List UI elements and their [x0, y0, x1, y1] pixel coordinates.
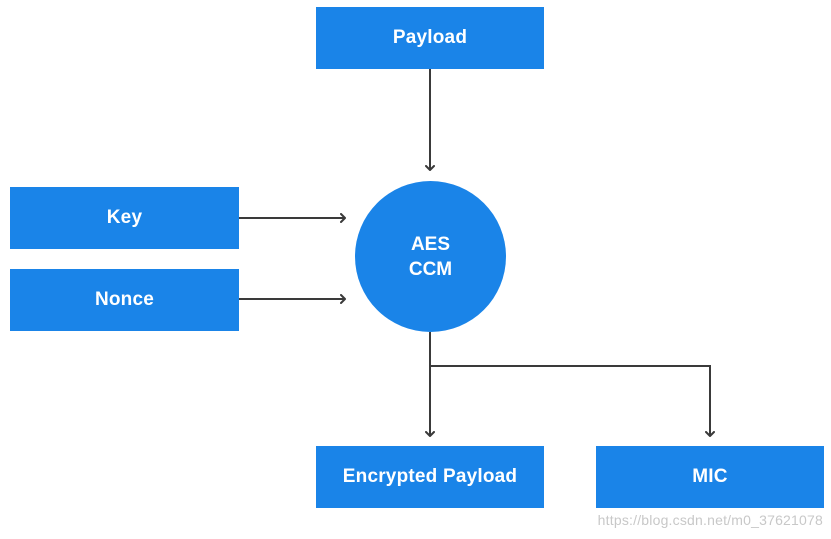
edge-cipher-to-mic	[430, 365, 715, 437]
nonce-label: Nonce	[94, 289, 155, 310]
mic-label: MIC	[692, 466, 728, 487]
aes-ccm-label-line1: AES	[410, 233, 451, 255]
payload-node: Payload	[316, 7, 544, 69]
aes-ccm-node: AES CCM	[355, 181, 506, 332]
aes-ccm-label-line2: CCM	[408, 258, 453, 280]
payload-label: Payload	[392, 27, 468, 48]
nonce-node: Nonce	[10, 269, 239, 331]
encrypted-payload-label: Encrypted Payload	[342, 466, 518, 487]
watermark-text: https://blog.csdn.net/m0_37621078	[597, 512, 823, 528]
key-label: Key	[106, 207, 143, 228]
encrypted-payload-node: Encrypted Payload	[316, 446, 544, 508]
key-node: Key	[10, 187, 239, 249]
mic-node: MIC	[596, 446, 824, 508]
